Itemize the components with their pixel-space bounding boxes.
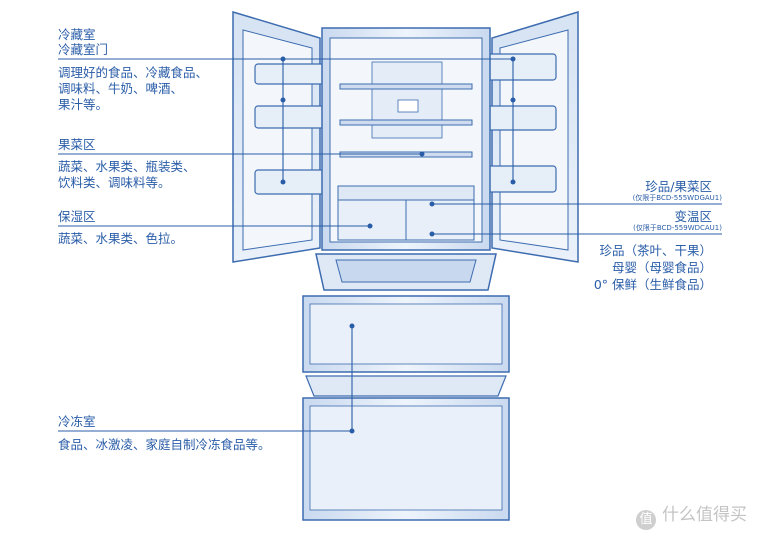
watermark: 值什么值得买 bbox=[636, 500, 747, 530]
freezer-drawer-upper bbox=[302, 295, 510, 373]
left-door-bin-1 bbox=[254, 63, 328, 85]
right-door bbox=[483, 10, 579, 263]
left-door-bin-2 bbox=[254, 105, 328, 129]
callout-dots bbox=[280, 56, 516, 434]
watermark-text: 什么值得买 bbox=[662, 505, 747, 525]
crisper-drawer-top bbox=[337, 185, 475, 201]
fridge-title: 冷藏室 bbox=[58, 27, 96, 42]
right-door-bin-2 bbox=[483, 105, 557, 131]
fruit-title: 果菜区 bbox=[58, 137, 96, 152]
fridge-desc-line-3: 果汁等。 bbox=[58, 97, 109, 112]
callout-lines bbox=[58, 58, 722, 432]
fruit-desc-line-2: 饮料类、调味料等。 bbox=[58, 175, 171, 190]
fruit-desc-line-1: 蔬菜、水果类、瓶装类、 bbox=[58, 159, 196, 174]
fridge-desc-line-1: 调理好的食品、冷藏食品、 bbox=[58, 65, 209, 80]
fridge-door-title: 冷藏室门 bbox=[58, 42, 109, 57]
freezer-title: 冷冻室 bbox=[58, 414, 96, 429]
treasure-note: (仅限于BCD-555WDGAU1) bbox=[632, 194, 722, 202]
freezer-tray bbox=[305, 375, 507, 397]
mode-infant: 母婴（母婴食品） bbox=[611, 260, 712, 275]
crisper-drawer-left bbox=[337, 199, 407, 241]
glass-shelf-2 bbox=[339, 119, 473, 126]
brand-badge bbox=[397, 99, 419, 113]
fridge-desc-line-2: 调味料、牛奶、啤酒、 bbox=[58, 81, 184, 96]
humid-title: 保湿区 bbox=[58, 209, 96, 224]
glass-shelf-1 bbox=[339, 83, 473, 90]
treasure-title: 珍品/果菜区 bbox=[645, 179, 712, 194]
right-door-bin-3 bbox=[483, 165, 557, 193]
variable-note: (仅限于BCD-559WDCAU1) bbox=[633, 224, 722, 232]
right-door-bin-1 bbox=[483, 53, 557, 81]
left-door bbox=[232, 10, 328, 263]
middle-drawer bbox=[315, 253, 497, 291]
variable-title: 变温区 bbox=[674, 209, 712, 224]
mode-zero-degree: 0° 保鲜（生鲜食品） bbox=[593, 277, 712, 292]
freezer-desc: 食品、冰激凌、家庭自制冷冻食品等。 bbox=[58, 437, 271, 452]
left-door-bin-3 bbox=[254, 169, 328, 195]
freezer-drawer-lower bbox=[302, 397, 510, 521]
fridge-cabinet bbox=[321, 27, 491, 251]
humid-desc: 蔬菜、水果类、色拉。 bbox=[58, 231, 184, 246]
crisper-drawer-right bbox=[405, 199, 475, 241]
watermark-badge-icon: 值 bbox=[636, 510, 656, 530]
mode-treasure: 珍品（茶叶、干果） bbox=[599, 243, 712, 258]
